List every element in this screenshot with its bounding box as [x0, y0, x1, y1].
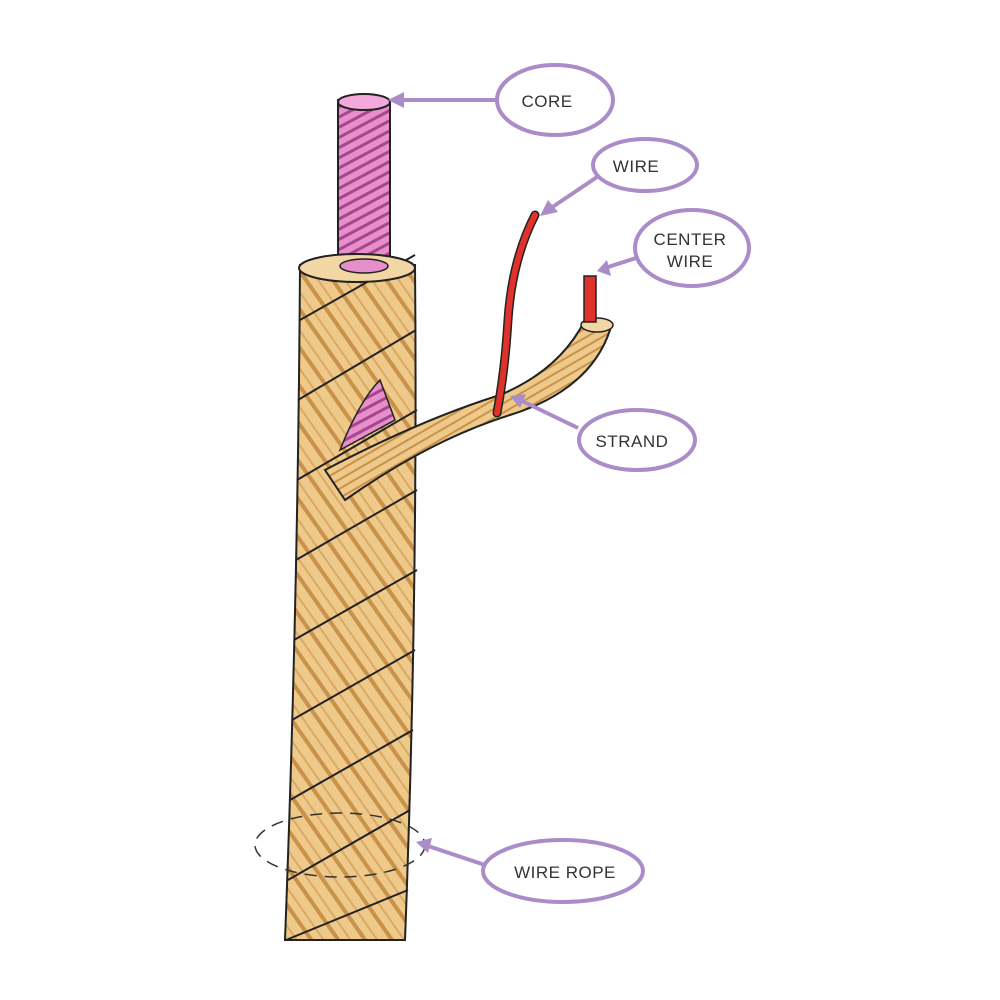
label-center-wire-line1: CENTER	[654, 230, 727, 249]
label-wire: WIRE	[613, 157, 659, 176]
callout-arrows	[400, 98, 637, 867]
callout-wire-rope: WIRE ROPE	[481, 838, 645, 904]
label-wire-rope: WIRE ROPE	[514, 863, 616, 882]
callout-wire: WIRE	[591, 137, 699, 193]
callout-center-wire: CENTER WIRE	[633, 208, 751, 288]
callout-strand: STRAND	[577, 408, 697, 472]
label-core: CORE	[521, 92, 572, 111]
core-illustration	[337, 93, 391, 271]
label-center-wire-line2: WIRE	[667, 252, 713, 271]
callout-core: CORE	[495, 63, 615, 137]
label-strand: STRAND	[596, 432, 669, 451]
center-wire-illustration	[583, 275, 597, 323]
arrowheads	[388, 92, 611, 853]
wire-rope-illustration	[283, 253, 418, 941]
